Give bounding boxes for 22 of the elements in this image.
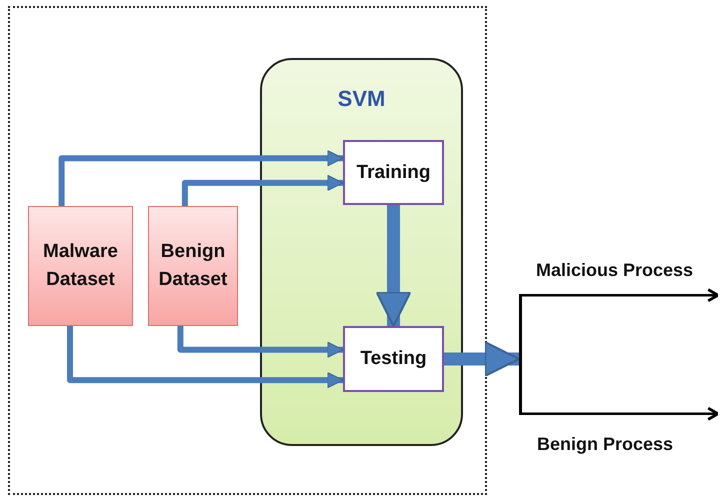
split-bar xyxy=(519,294,522,415)
process-box xyxy=(343,140,444,205)
edge-label: Malicious Process xyxy=(536,260,694,281)
dataset-box xyxy=(28,206,133,326)
node-label: Testing xyxy=(360,348,427,370)
arrow xyxy=(58,150,344,206)
dataset-box xyxy=(148,206,238,326)
node-label: Malware Dataset xyxy=(42,240,119,292)
arrow xyxy=(444,341,520,377)
edge-label: Benign Process xyxy=(537,434,674,455)
panel-title: SVM xyxy=(338,86,386,112)
node-label: Training xyxy=(356,162,430,184)
arrow xyxy=(67,326,344,388)
arrow xyxy=(182,174,344,206)
arrow xyxy=(177,326,344,358)
dotted-frame xyxy=(8,6,487,495)
arrow xyxy=(522,406,720,421)
svm-panel xyxy=(260,58,463,446)
arrow xyxy=(376,205,412,328)
arrow xyxy=(522,288,720,302)
node-label: Benign Dataset xyxy=(158,240,228,292)
process-box xyxy=(343,326,444,392)
